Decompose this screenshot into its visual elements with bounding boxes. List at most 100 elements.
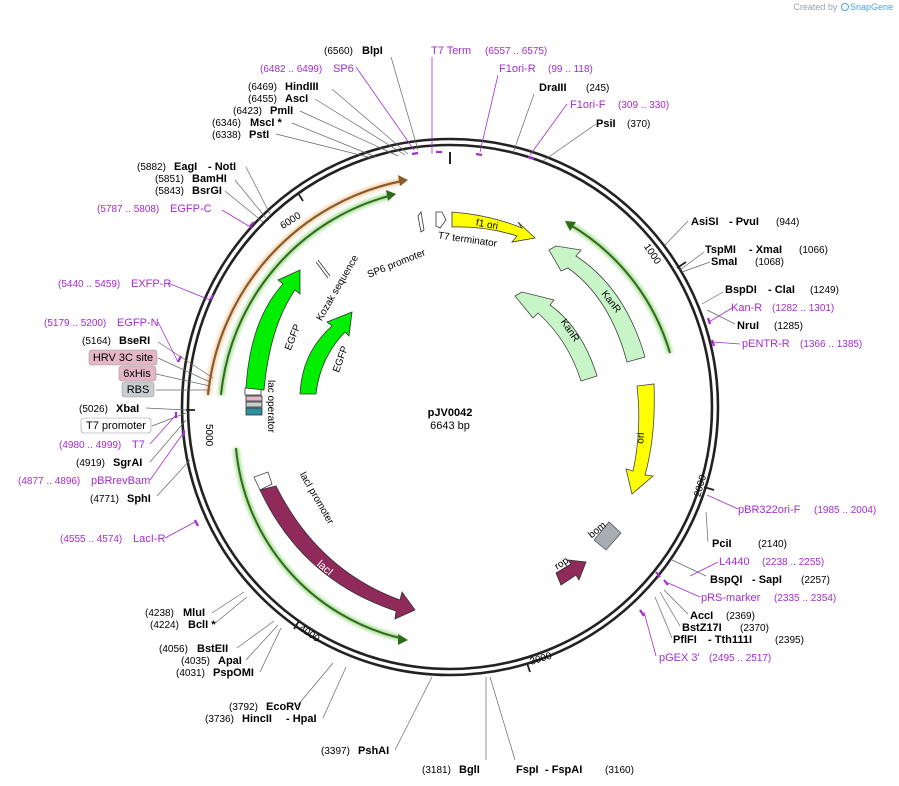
tick-5000: 5000 [203,424,214,447]
orange-arc-arrowhead [398,175,408,186]
primer-t7-pos: (4980 .. 4999) [59,440,121,451]
laci-arrow [259,485,416,620]
leader-pshai [394,676,433,751]
egfp-inner-arrow [299,311,353,395]
leader-apai [245,624,279,661]
kozak-label: Kozak sequence [315,253,362,323]
primer-exfp-r-pos: (5440 .. 5459) [58,279,120,290]
leader-bsteii [236,620,275,649]
enzyme-bsteii: BstEII [197,643,228,655]
hrv-3c-site-label: HRV 3C site [93,352,153,364]
tick-1000: 1000 [641,242,663,267]
leader-kan-r [708,307,733,323]
green-arc-2 [566,222,671,354]
laci-promoter-marker [253,471,273,491]
leader-bspdi [701,291,724,305]
kozak-marker-2 [317,259,331,277]
enzyme-asci-pos: (6455) [248,94,277,105]
green-arc-2-arrowhead [565,221,576,231]
plasmid-length: 6643 bp [430,420,470,432]
enzyme-bamhi-pos: (5851) [155,174,184,185]
laci-promoter-label: lacI promoter [297,470,336,527]
tick-4000-mark [293,620,300,630]
enzyme-mlui-pos: (4238) [145,608,174,619]
orange-arc [206,179,403,396]
enzyme-bseri-pos: (5164) [82,336,111,347]
enzyme-bspdi-pos: (1249) [810,285,839,296]
marker-prs-marker [663,579,669,586]
enzyme-labels-left: (6560) BlpI (6469) HindIII (6455) AscI (… [76,45,480,776]
leader-smai [681,261,711,273]
enzyme-pvui: - PvuI [729,216,759,228]
enzyme-blpi-pos: (6560) [324,46,353,57]
enzyme-draiii-pos: (245) [586,83,609,94]
enzyme-smai: SmaI [711,256,737,268]
f1-ori-label: f1 ori [475,218,499,233]
primer-kan-r-pos: (1282 .. 1301) [772,303,834,314]
hrv-3c-site-box [245,395,263,402]
green-arc-1-arrowhead [386,190,396,201]
primer-sp6: SP6 [333,63,354,75]
primer-markers [174,150,716,617]
enzyme-smai-pos: (1068) [755,257,784,268]
enzyme-hpai: - HpaI [286,713,317,725]
primer-f1ori-r-pos: (99 .. 118) [548,64,593,75]
enzyme-pcii-pos: (2140) [758,539,787,550]
boxed-feature-labels: HRV 3C site 6xHis RBS T7 promoter [80,349,158,434]
leader-xbai [145,407,187,411]
rbs-badge [121,381,155,398]
marker-sp6 [411,151,419,156]
leader-bsrgi [224,190,264,223]
leader-f1ori-r [479,74,499,153]
t7-promoter-label: T7 promoter [86,420,146,432]
enzyme-nrui-pos: (1285) [774,321,803,332]
primer-leader-lines [149,57,741,657]
enzyme-apai: ApaI [218,655,242,667]
enzyme-nrui: NruI [737,320,759,332]
leader-hincii [322,666,347,719]
enzyme-sgrai: SgrAI [113,457,142,469]
sixhis-box [245,401,263,408]
enzyme-xbai-pos: (5026) [79,404,108,415]
primer-f1ori-f-pos: (309 .. 330) [618,100,669,111]
enzyme-pmli-pos: (6423) [233,106,262,117]
ori-label: ori [635,432,647,444]
enzyme-pshai-pos: (3397) [321,746,350,757]
primer-egfp-n-pos: (5179 .. 5200) [44,318,106,329]
marker-egfp-c [249,221,255,227]
enzyme-tth111i: - Tth111I [708,634,752,646]
enzyme-bgli-pos: (3181) [422,765,451,776]
enzyme-bsrgi-pos: (5843) [155,186,184,197]
enzyme-bstz17i-pos: (2370) [740,623,769,634]
primer-labels: T7 Term (6557 .. 6575) (6482 .. 6499) SP… [18,45,876,664]
primer-pbr322ori-f: pBR322ori-F [738,504,801,516]
sixhis-badge [118,365,157,382]
enzyme-sapi: - SapI [752,574,782,586]
primer-pbrrevbam: pBRrevBam [91,475,150,487]
leader-lines [145,56,736,761]
leader-pgex3 [643,611,657,657]
egfp-outer-arrow [245,269,301,391]
enzyme-psii: PsiI [596,118,616,130]
primer-kan-r: Kan-R [731,302,762,314]
enzyme-acci: AccI [690,610,713,622]
enzyme-eagi-pos: (5882) [137,162,166,173]
marker-f1ori-r [475,152,483,157]
enzyme-bsteii-pos: (4056) [159,644,188,655]
leader-pmli [299,110,399,157]
leader-bcli [213,596,248,625]
backbone-inner-circle [186,143,714,671]
tick-6000-mark [297,192,304,202]
plasmid-name: pJV0042 [428,407,473,419]
kanr-inner-arrow [514,291,598,382]
bom-box [593,521,622,551]
leader-psti [275,133,373,159]
primer-prs-marker-pos: (2335 .. 2354) [774,593,836,604]
enzyme-pspomi-pos: (4031) [176,668,205,679]
enzyme-fspi-pos: (3160) [605,765,634,776]
leader-bamhi [234,179,267,219]
enzyme-psii-pos: (370) [627,119,650,130]
primer-egfp-c-pos: (5787 .. 5808) [97,204,159,215]
leader-prs-marker [665,581,701,598]
